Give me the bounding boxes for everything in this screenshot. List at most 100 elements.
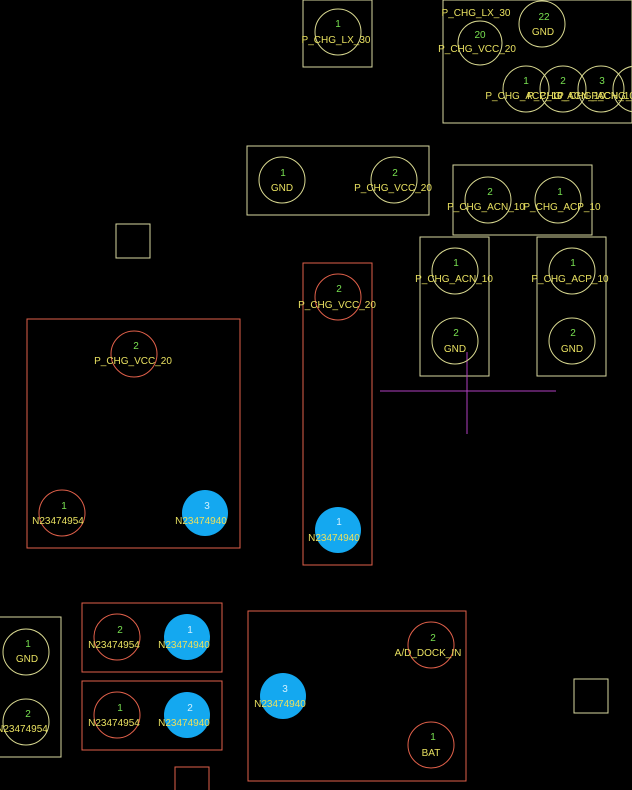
pin[interactable]: 2 P_CHG_ACN_10	[447, 176, 525, 224]
pin-number: 2	[117, 625, 123, 636]
pin-ring	[534, 176, 582, 224]
small-pad-right-outline	[573, 678, 609, 714]
net-label: P_CHG_ACP_10	[485, 91, 563, 102]
pin[interactable]: 1 P_CHG_ACP_10	[523, 176, 601, 224]
pin-number: 20	[474, 30, 486, 41]
pin-number: 2	[392, 168, 398, 179]
cap-gnd-vcc-outline	[246, 145, 430, 216]
pin-ring	[464, 176, 512, 224]
pin[interactable]: P_CHG_ACP_10	[591, 65, 632, 113]
pin[interactable]: 1 P_CHG_ACP_10	[531, 247, 609, 295]
pin-fill	[164, 692, 210, 738]
pin[interactable]: 2 P_CHG_VCC_20	[354, 156, 432, 204]
pin[interactable]: 2 P_CHG_VCC_20	[298, 273, 376, 321]
pin-ring	[110, 330, 158, 378]
pin-number: 1	[25, 639, 31, 650]
net-label: N23474940	[254, 699, 306, 710]
pin-ring	[370, 156, 418, 204]
pin-number: 3	[599, 76, 605, 87]
pin[interactable]: 2 P_CHG_VCC_20	[94, 330, 172, 378]
pin[interactable]: 1 N23474954	[32, 489, 86, 537]
net-label: P_CHG_ACN_10	[415, 274, 493, 285]
big-left-outline	[26, 318, 241, 549]
net-label: P_CHG_ACN_10	[557, 91, 632, 102]
pin-number: 2	[336, 284, 342, 295]
net-label: GND	[16, 654, 38, 665]
pin-number: 1	[61, 501, 67, 512]
bottom-stub-outline	[174, 766, 210, 790]
small-pad-outline	[115, 223, 151, 259]
net-label: N23474940	[308, 533, 360, 544]
lx-top-outline	[302, 0, 373, 68]
pin[interactable]: 3 P_CHG_ACN_10	[557, 65, 632, 113]
pin-number: 2	[487, 187, 493, 198]
pin[interactable]: 2 N23474954	[88, 613, 141, 661]
pin-number: 2	[560, 76, 566, 87]
net-label: N23474940	[175, 516, 227, 527]
pin[interactable]: 1 N23474954	[88, 691, 141, 739]
pin-ring	[314, 8, 362, 56]
net-label: N23474954	[88, 718, 140, 729]
pin-number: 2	[133, 341, 139, 352]
pin[interactable]: 20 P_CHG_VCC_20	[438, 20, 516, 66]
pin[interactable]: 1 P_CHG_ACN_10	[415, 247, 493, 295]
pin[interactable]: 22 GND	[518, 0, 566, 48]
pin-number: 2	[187, 703, 193, 714]
net-label: GND	[561, 344, 583, 355]
net-label: A/D_DOCK_IN	[395, 648, 462, 659]
pin-ring	[407, 621, 455, 669]
net-label: N23474940	[158, 718, 210, 729]
pin-ring	[539, 65, 587, 113]
pin[interactable]: 2 N23474940	[158, 692, 210, 738]
pin-number: 1	[117, 703, 123, 714]
pin-number: 1	[280, 168, 286, 179]
pin-number: 1	[570, 258, 576, 269]
pin[interactable]: P_CHG_LX_30	[442, 8, 511, 19]
pin-number: 1	[557, 187, 563, 198]
pin[interactable]: 1 N23474940	[158, 614, 210, 660]
pin-ring	[38, 489, 86, 537]
pin-number: 1	[523, 76, 529, 87]
net-label: P_CHG_LX_30	[442, 8, 511, 19]
pin-fill	[260, 673, 306, 719]
pin-number: 3	[204, 501, 210, 512]
net-label: P_CHG_VCC_20	[298, 300, 376, 311]
net-label: GND	[444, 344, 466, 355]
pin-fill	[164, 614, 210, 660]
net-label: P_CHG_VCC_20	[94, 356, 172, 367]
pin[interactable]: 2 A/D_DOCK_IN	[395, 621, 462, 669]
pin[interactable]: 3 N23474940	[175, 490, 228, 536]
pin[interactable]: 1 P_CHG_LX_30	[302, 8, 371, 56]
vcc-tall-outline	[302, 262, 373, 566]
pin-ring	[93, 613, 141, 661]
net-label: P_CHG_VCC_20	[354, 183, 432, 194]
pin[interactable]: 1 BAT	[407, 721, 455, 769]
pin-number: 3	[282, 684, 288, 695]
net-label: BAT	[422, 748, 441, 759]
pin-ring	[2, 628, 50, 676]
pin[interactable]: 1 GND	[2, 628, 50, 676]
pin[interactable]: 1 P_CHG_ACP_10	[485, 65, 563, 113]
pin-number: 1	[453, 258, 459, 269]
pin-ring	[502, 65, 550, 113]
pin-number: 1	[336, 517, 342, 528]
pin[interactable]: 1 GND	[258, 156, 306, 204]
pin-fill	[315, 507, 361, 553]
pin[interactable]: 2 P_CHG_ACN_10	[527, 65, 605, 113]
pin[interactable]: 3 N23474940	[254, 673, 306, 719]
pair-lower-outline	[81, 680, 223, 751]
pin-number: 2	[430, 633, 436, 644]
pin-number: 1	[430, 732, 436, 743]
pin[interactable]: 2 GND	[431, 317, 479, 365]
net-label: P_CHG_LX_30	[302, 35, 371, 46]
pin-number: 2	[453, 328, 459, 339]
cap-acp-outline	[536, 236, 607, 377]
pin-ring	[314, 273, 362, 321]
pin[interactable]: 2 N23474954	[0, 698, 50, 746]
pin[interactable]: 1 N23474940	[308, 507, 361, 553]
net-label: P_CHG_ACN_10	[527, 91, 605, 102]
net-label: P_CHG_VCC_20	[438, 44, 516, 55]
pin[interactable]: 2 GND	[548, 317, 596, 365]
pin-number: 1	[187, 625, 193, 636]
